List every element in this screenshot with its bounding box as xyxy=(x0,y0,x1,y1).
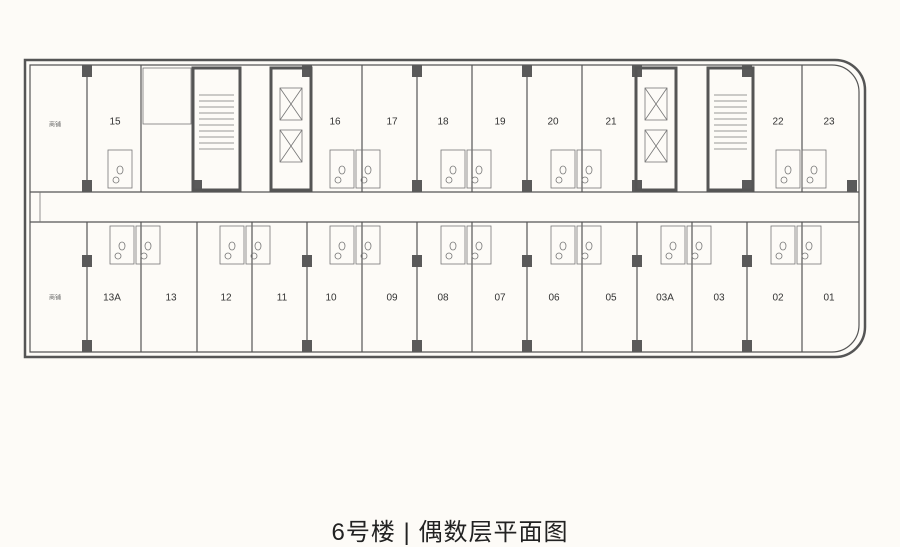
bathrooms xyxy=(107,149,827,265)
column xyxy=(742,255,752,267)
unit-label: 01 xyxy=(823,293,835,304)
bathroom xyxy=(686,225,712,265)
column xyxy=(412,180,422,192)
bathroom xyxy=(107,149,133,189)
column xyxy=(412,255,422,267)
column xyxy=(192,180,202,192)
bathroom xyxy=(576,225,602,265)
column xyxy=(82,65,92,77)
bathroom xyxy=(550,149,576,189)
side-room-label-top: 商铺 xyxy=(49,121,61,129)
column xyxy=(742,180,752,192)
unit-label: 11 xyxy=(277,293,288,304)
column xyxy=(412,340,422,352)
unit-label: 03A xyxy=(656,293,674,304)
bathroom xyxy=(219,225,245,265)
column xyxy=(632,255,642,267)
unit-label: 12 xyxy=(220,293,232,304)
unit-label: 08 xyxy=(437,293,449,304)
column xyxy=(82,255,92,267)
storage-room xyxy=(142,67,192,125)
corridor xyxy=(30,191,859,223)
column xyxy=(82,180,92,192)
column xyxy=(522,340,532,352)
unit-label: 18 xyxy=(437,117,449,128)
column xyxy=(847,180,857,192)
unit-label: 02 xyxy=(772,293,784,304)
unit-label: 17 xyxy=(386,117,398,128)
column xyxy=(302,340,312,352)
building-outline xyxy=(23,58,867,359)
side-room-label-bottom: 商铺 xyxy=(49,294,61,302)
bathroom xyxy=(440,149,466,189)
column xyxy=(522,65,532,77)
bathroom xyxy=(329,149,355,189)
unit-label: 06 xyxy=(548,293,560,304)
bathroom xyxy=(329,225,355,265)
unit-label: 15 xyxy=(109,117,121,128)
bathroom xyxy=(775,149,801,189)
plan-title: 6号楼 | 偶数层平面图 xyxy=(331,519,569,546)
unit-label: 03 xyxy=(713,293,725,304)
stairwell xyxy=(191,66,242,192)
elevator-core xyxy=(269,66,313,192)
bathroom xyxy=(355,225,381,265)
bathroom xyxy=(440,225,466,265)
bathroom xyxy=(550,225,576,265)
bathroom xyxy=(135,225,161,265)
stairwell xyxy=(706,66,755,192)
unit-label: 23 xyxy=(823,117,835,128)
bathroom xyxy=(801,149,827,189)
column xyxy=(742,65,752,77)
bathroom xyxy=(466,225,492,265)
unit-label: 21 xyxy=(605,117,617,128)
column xyxy=(302,255,312,267)
column xyxy=(522,255,532,267)
bathroom xyxy=(466,149,492,189)
unit-label: 22 xyxy=(772,117,784,128)
column xyxy=(412,65,422,77)
column xyxy=(302,65,312,77)
bathroom xyxy=(770,225,796,265)
column xyxy=(522,180,532,192)
column xyxy=(742,340,752,352)
unit-label: 09 xyxy=(386,293,398,304)
columns xyxy=(82,65,857,352)
unit-label: 20 xyxy=(547,117,559,128)
unit-label: 07 xyxy=(494,293,506,304)
unit-label: 05 xyxy=(605,293,617,304)
column xyxy=(82,340,92,352)
bathroom xyxy=(109,225,135,265)
stair-elevator-cores xyxy=(142,66,755,192)
unit-label: 16 xyxy=(329,117,341,128)
column xyxy=(632,340,642,352)
bathroom xyxy=(245,225,271,265)
unit-labels: 商铺 商铺 15 16 17 18 19 20 21 22 23 13A 13 12 11 10 09 08 0… xyxy=(49,117,835,304)
bathroom xyxy=(355,149,381,189)
unit-label: 13 xyxy=(165,293,177,304)
floor-plan: 商铺 商铺 15 16 17 18 19 20 21 22 23 13A 13 12 11 10 09 08 0… xyxy=(23,58,867,359)
elevator-core xyxy=(634,66,678,192)
unit-label: 19 xyxy=(494,117,506,128)
bathroom xyxy=(576,149,602,189)
bathroom xyxy=(660,225,686,265)
unit-label: 10 xyxy=(325,293,337,304)
unit-label: 13A xyxy=(103,293,121,304)
unit-walls xyxy=(86,65,803,352)
bathroom xyxy=(796,225,822,265)
